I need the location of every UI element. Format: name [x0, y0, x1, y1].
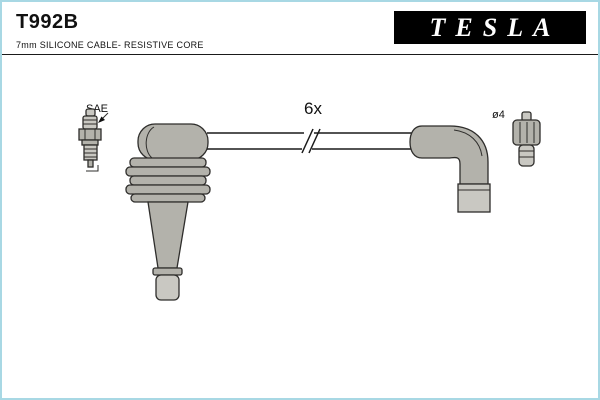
- terminal-connector-illustration: [512, 111, 541, 167]
- ignition-cable-diagram: SAE: [78, 99, 541, 301]
- header-divider: [2, 54, 598, 55]
- left-boot-illustration: [125, 123, 211, 301]
- cable-illustration: [207, 128, 412, 154]
- quantity-label: 6x: [304, 99, 322, 118]
- right-boot-illustration: [409, 125, 491, 213]
- part-description: 7mm SILICONE CABLE- RESISTIVE CORE: [16, 40, 204, 50]
- part-info: T992B 7mm SILICONE CABLE- RESISTIVE CORE: [16, 11, 204, 50]
- part-number: T992B: [16, 11, 79, 33]
- tesla-logo-text: TESLA: [429, 12, 561, 42]
- diameter-label: ø4: [492, 109, 505, 121]
- header: T992B 7mm SILICONE CABLE- RESISTIVE CORE…: [2, 2, 598, 54]
- tesla-logo: TESLA: [394, 11, 586, 44]
- spark-plug-illustration: [78, 108, 102, 172]
- sae-arrow-icon: [98, 112, 109, 123]
